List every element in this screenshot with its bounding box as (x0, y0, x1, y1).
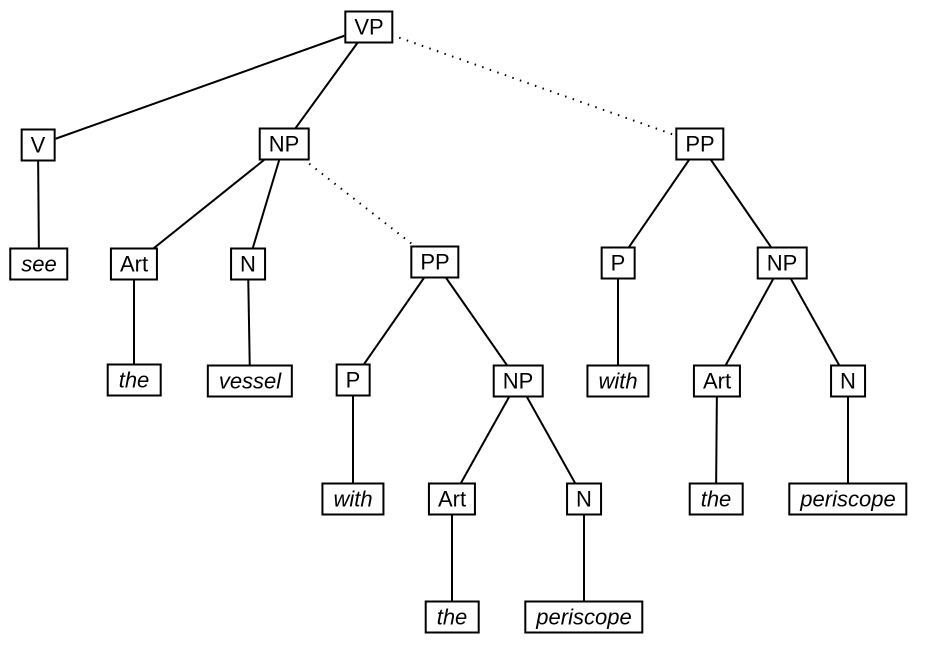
word-node-vessel: vessel (206, 364, 294, 398)
solid-edge-vp-to-np1 (283, 26, 370, 145)
word-node-periscope3: periscope (788, 482, 908, 516)
word-node-the3: the (688, 482, 744, 516)
category-node-art3: Art (692, 364, 742, 398)
category-node-np2: NP (492, 364, 544, 398)
solid-edge-art3-to-the3 (715, 380, 718, 500)
solid-edge-n1-to-vessel (247, 263, 251, 382)
dotted-edge-vp-to-pp2 (368, 26, 701, 145)
solid-edge-np2-to-n2 (517, 380, 585, 500)
word-node-periscope2: periscope (524, 600, 644, 634)
category-node-p2: P (600, 246, 636, 280)
category-node-np3: NP (756, 246, 808, 280)
word-node-see: see (9, 247, 69, 281)
category-node-n2: N (566, 482, 602, 516)
category-node-art2: Art (427, 482, 477, 516)
dotted-edge-np1-to-pp1 (283, 143, 436, 263)
category-node-v: V (20, 128, 56, 162)
category-node-n3: N (830, 364, 866, 398)
solid-edge-pp1-to-np2 (434, 261, 519, 382)
solid-edge-np1-to-art1 (133, 143, 285, 265)
word-node-the1: the (106, 363, 162, 397)
category-node-pp1: PP (410, 245, 460, 279)
solid-edge-np3-to-art3 (716, 262, 783, 382)
solid-edge-pp1-to-p1 (352, 261, 436, 381)
word-node-with1: with (321, 482, 385, 516)
solid-edge-pp2-to-p2 (617, 143, 701, 264)
category-node-art1: Art (109, 247, 159, 281)
category-node-np1: NP (258, 127, 310, 161)
category-node-pp2: PP (675, 127, 725, 161)
category-node-n1: N (230, 247, 266, 281)
solid-edge-np3-to-n3 (781, 262, 849, 382)
word-node-with2: with (586, 364, 650, 398)
word-node-the2: the (424, 600, 480, 634)
solid-edge-np2-to-art2 (451, 380, 519, 500)
solid-edge-vp-to-v (37, 26, 370, 146)
solid-edge-np1-to-n1 (247, 143, 285, 265)
category-node-p1: P (335, 363, 371, 397)
solid-edge-v-to-see (37, 144, 40, 265)
solid-edge-pp2-to-np3 (699, 143, 783, 264)
category-node-vp: VP (344, 10, 394, 44)
